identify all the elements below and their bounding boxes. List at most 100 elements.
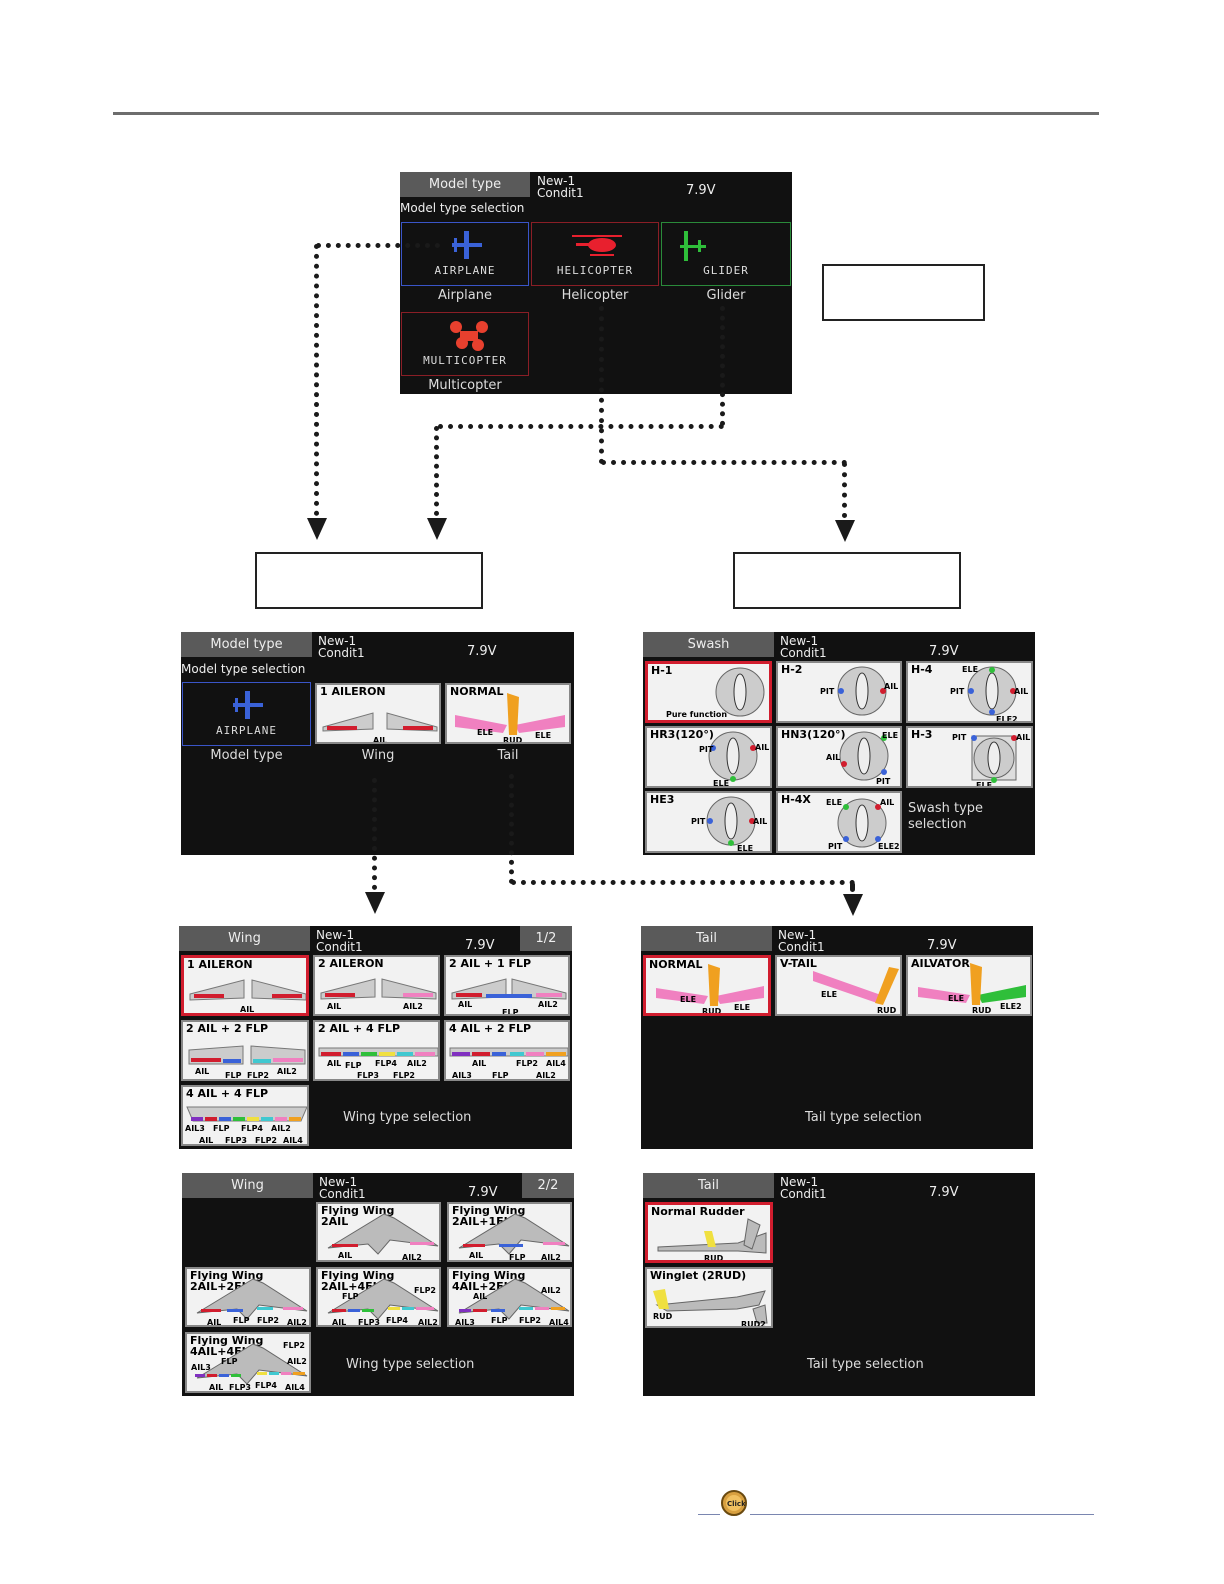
svg-text:FLP2: FLP2	[393, 1071, 415, 1080]
tab-tail[interactable]: Tail	[641, 926, 772, 951]
tab-model-type[interactable]: Model type	[181, 632, 312, 657]
empty-label-box-heli	[733, 552, 961, 609]
airplane-model-screen: Model type New-1 Condit1 7.9V Model type…	[181, 632, 574, 855]
click-icon[interactable]: Click	[721, 1490, 747, 1516]
wing-tile-label: Flying Wing 2AIL+4FLP	[321, 1269, 395, 1293]
glider-button[interactable]: GLIDER	[661, 222, 791, 286]
page-indicator[interactable]: 1/2	[520, 926, 572, 951]
svg-text:AIL: AIL	[469, 1251, 483, 1260]
svg-text:AIL2: AIL2	[287, 1357, 307, 1366]
svg-text:FLP: FLP	[345, 1061, 362, 1070]
tab-wing[interactable]: Wing	[182, 1173, 313, 1198]
svg-text:AIL4: AIL4	[549, 1318, 569, 1327]
arrow-down-right	[835, 520, 855, 542]
airplane-model-button[interactable]: AIRPLANE	[182, 682, 311, 746]
svg-text:RUD: RUD	[503, 736, 523, 744]
wing-tile-label: 2 AIL + 4 FLP	[318, 1022, 401, 1035]
condition-name: Condit1	[780, 1187, 827, 1201]
svg-text:FLP: FLP	[213, 1124, 230, 1133]
multicopter-button[interactable]: MULTICOPTER	[401, 312, 529, 376]
voltage-readout: 7.9V	[686, 183, 716, 198]
voltage-readout: 7.9V	[929, 644, 959, 659]
page-indicator[interactable]: 2/2	[522, 1173, 574, 1198]
svg-text:PIT: PIT	[820, 687, 835, 696]
swash-tile-label: H-2	[781, 663, 803, 676]
svg-text:FLP: FLP	[509, 1253, 526, 1262]
condition-name: Condit1	[778, 940, 825, 954]
wing-1-aileron-tile[interactable]: 1 AILERON AIL	[181, 955, 309, 1016]
svg-text:FLP4: FLP4	[386, 1316, 408, 1325]
swash-tile-label: HR3(120°)	[650, 728, 714, 741]
tail-tile-label: V-TAIL	[780, 957, 817, 970]
wing-type-tile[interactable]: 1 AILERON AIL	[315, 683, 441, 744]
condition-name: Condit1	[780, 646, 827, 660]
svg-text:FLP3: FLP3	[225, 1136, 247, 1145]
connector-airplane-vertical	[314, 244, 319, 516]
svg-text:AIL2: AIL2	[271, 1124, 291, 1133]
svg-text:AIL4: AIL4	[285, 1383, 305, 1392]
model-name: New-1	[318, 634, 357, 648]
svg-text:AIL2: AIL2	[277, 1067, 297, 1076]
svg-text:RUD: RUD	[877, 1006, 897, 1015]
svg-text:ELE: ELE	[962, 665, 978, 674]
svg-text:AIL: AIL	[199, 1136, 213, 1145]
connector-heli-vertical	[599, 306, 604, 464]
svg-text:ELE2: ELE2	[1000, 1002, 1022, 1011]
tab-wing[interactable]: Wing	[179, 926, 310, 951]
svg-text:AIL: AIL	[880, 798, 894, 807]
tail-tile-label: NORMAL	[450, 685, 504, 698]
svg-text:AIL: AIL	[753, 817, 767, 826]
helicopter-button[interactable]: HELICOPTER	[531, 222, 659, 286]
tab-tail[interactable]: Tail	[643, 1173, 774, 1198]
multicopter-icon	[450, 321, 488, 351]
airplane-button[interactable]: AIRPLANE	[401, 222, 529, 286]
swash-h1-tile[interactable]: H-1 Pure function	[645, 661, 772, 723]
svg-text:FLP2: FLP2	[519, 1316, 541, 1325]
svg-text:FLP: FLP	[491, 1316, 508, 1325]
connector-tail-horizontal	[511, 880, 855, 885]
tab-model-type[interactable]: Model type	[400, 172, 530, 197]
swash-tile-label: HE3	[650, 793, 675, 806]
arrow-down-wing	[365, 892, 385, 914]
svg-text:FLP4: FLP4	[241, 1124, 263, 1133]
svg-text:PIT: PIT	[691, 817, 706, 826]
svg-text:ELE2: ELE2	[996, 715, 1018, 723]
wing-tile-label: Flying Wing 4AIL+2FLP	[452, 1269, 526, 1293]
svg-text:ELE: ELE	[976, 781, 992, 788]
tail-normal-rudder-tile[interactable]: Normal Rudder RUD	[645, 1202, 773, 1263]
airplane-button-label: AIRPLANE	[434, 264, 496, 277]
tab-swash[interactable]: Swash	[643, 632, 774, 657]
svg-text:FLP2: FLP2	[255, 1136, 277, 1145]
footer-line-right	[750, 1514, 1094, 1515]
